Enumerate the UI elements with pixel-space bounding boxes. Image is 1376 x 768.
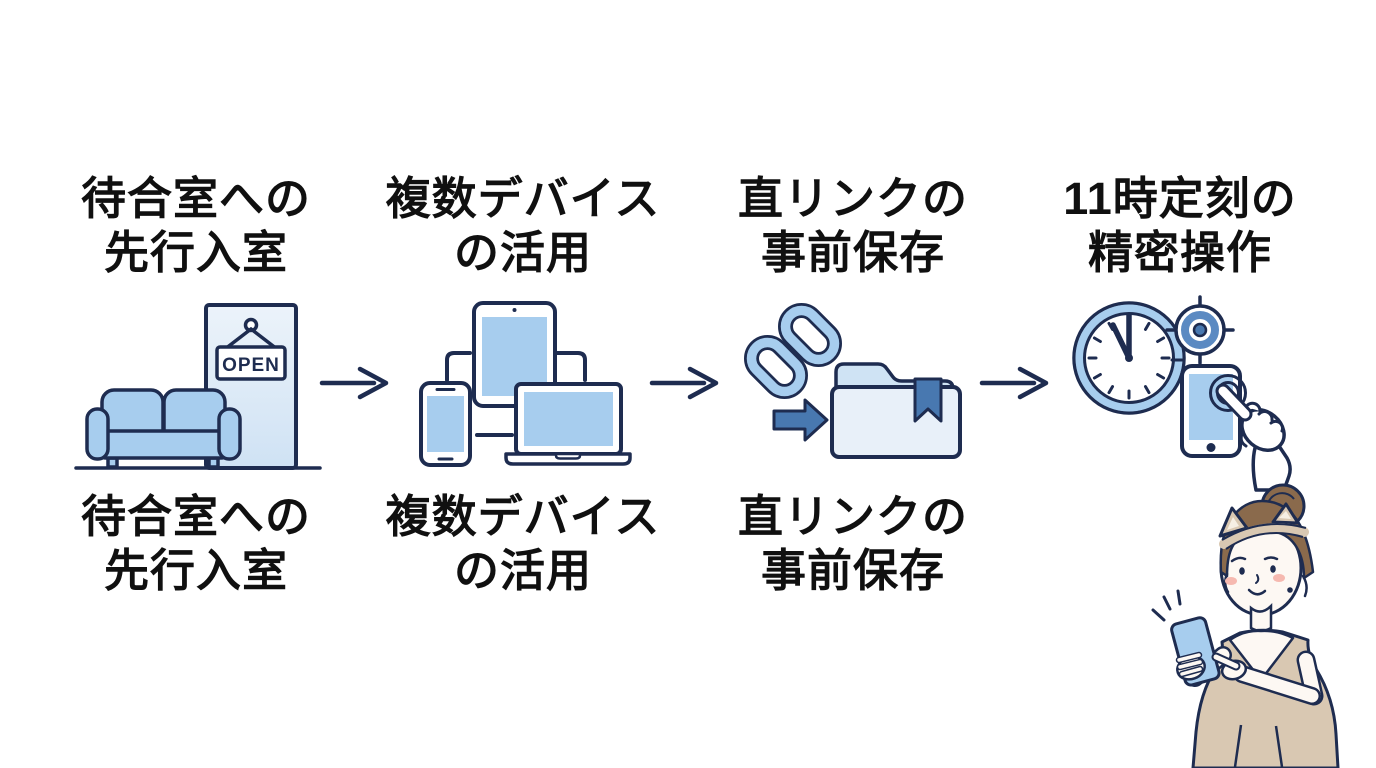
flow-arrow-3 [978,362,1054,404]
step4-title-line1: 11時定刻の [1063,173,1297,224]
save-arrow-icon [772,398,829,442]
laptop [504,382,632,466]
connector-lines [445,351,587,437]
right-arrow-icon [649,366,719,400]
bookmark-icon [913,377,943,423]
flow-arrow-1 [318,362,394,404]
cat-ear-headband [1218,502,1309,550]
step3-title-line1: 直リンクの [737,173,968,224]
right-arrow-icon [319,366,389,400]
face-features [1225,556,1293,596]
chain-link-icon [744,303,842,399]
clock-precision-icon [1058,290,1320,492]
hair-strands [1224,572,1308,598]
clock-hands-11-00 [1110,312,1132,361]
smartphone [419,381,472,467]
step1-caption-line2: 先行入室 [103,545,288,596]
link-save-icon [720,292,1000,482]
step1-caption-line1: 待合室への [80,491,311,542]
step3-title-line2: 事前保存 [760,227,945,278]
clock-icon [1072,301,1186,415]
multi-device-icon [400,290,680,480]
step1-title-line1: 待合室への [80,173,311,224]
step3-caption: 直リンクの 事前保存 [681,490,1025,598]
flow-arrow-2 [648,362,724,404]
open-sign-label: OPEN [222,355,280,376]
v-neckline [1228,629,1295,682]
sparkle-lines [1151,589,1182,622]
step2-title-line2: の活用 [453,227,592,278]
step2-title-line1: 複数デバイス [385,173,661,224]
folder [830,362,962,459]
step1-caption: 待合室への 先行入室 [24,490,368,598]
sofa [85,388,242,469]
step2-title: 複数デバイス の活用 [351,172,695,280]
right-arrow-icon [979,366,1049,400]
tablet [472,301,557,408]
step3-title: 直リンクの 事前保存 [681,172,1025,280]
step3-caption-line2: 事前保存 [760,545,945,596]
skirt-folds [1233,724,1284,768]
step2-caption-line2: の活用 [453,545,592,596]
hands [1175,651,1248,681]
step2-caption: 複数デバイス の活用 [351,490,695,598]
step1-title-line2: 先行入室 [103,227,288,278]
step3-caption-line1: 直リンクの [737,491,968,542]
step1-title: 待合室への 先行入室 [24,172,368,280]
tapping-hand [1215,383,1292,492]
step4-title-line2: 精密操作 [1087,227,1272,278]
woman-with-phone-illustration [1080,470,1376,768]
step2-caption-line1: 複数デバイス [385,491,661,542]
waiting-room-icon: OPEN [60,292,340,482]
target-icon [1165,295,1235,365]
step4-title: 11時定刻の 精密操作 [1008,172,1352,280]
